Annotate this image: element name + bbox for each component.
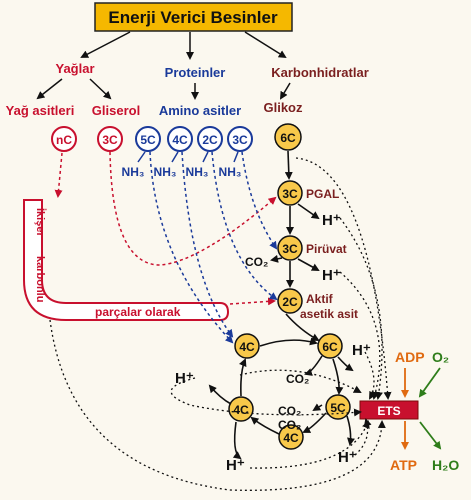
arrow-nC-down xyxy=(54,152,63,198)
arrow-glycerol-to-pgal xyxy=(109,151,277,266)
co2-3: CO₂ xyxy=(278,404,301,418)
label-fats: Yağlar xyxy=(55,61,94,76)
pgal-to-ets-arrow xyxy=(295,157,392,400)
acetyl-to-ets-arrow xyxy=(239,369,362,393)
svg-text:6C: 6C xyxy=(322,340,338,354)
node-krebs-4C-left: 4C xyxy=(228,396,254,422)
title-arrows xyxy=(80,31,287,60)
label-atp: ATP xyxy=(390,457,417,473)
hplus-to-ets-arrows xyxy=(49,217,386,491)
label-glycerol: Gliserol xyxy=(92,103,140,118)
svg-text:İkişer: İkişer xyxy=(34,208,47,237)
svg-text:4C: 4C xyxy=(283,431,299,445)
co2-4: CO₂ xyxy=(278,418,301,432)
svg-text:3C: 3C xyxy=(102,133,118,147)
node-pyruvate-3C: 3C xyxy=(277,235,303,261)
svg-text:karbonlu: karbonlu xyxy=(34,256,46,302)
svg-text:4C: 4C xyxy=(233,403,249,417)
two-carbon-label: parçalar olarak xyxy=(95,305,181,319)
svg-text:3C: 3C xyxy=(282,242,298,256)
node-krebs-4C-bottom: 4C xyxy=(278,424,304,450)
svg-text:3C: 3C xyxy=(232,133,248,147)
label-glucose: Glikoz xyxy=(263,100,303,115)
label-amino-acids: Amino asitler xyxy=(159,103,241,118)
node-pgal-3C: 3C xyxy=(277,180,303,206)
hplus-4: H⁺ xyxy=(175,370,194,387)
svg-text:5C: 5C xyxy=(330,401,346,415)
label-pyruvate: Pirüvat xyxy=(306,242,347,256)
label-adp: ADP xyxy=(395,349,425,365)
co2-1: CO₂ xyxy=(245,255,268,269)
label-o2: O₂ xyxy=(432,349,449,365)
node-aa-2C: 2C xyxy=(197,126,223,152)
node-glucose-6C: 6C xyxy=(274,123,302,151)
node-krebs-4C-top: 4C xyxy=(234,333,260,359)
node-krebs-6C: 6C xyxy=(317,333,343,359)
amino-acid-pathways xyxy=(149,151,278,344)
aa-down-arrows xyxy=(137,151,239,163)
svg-text:6C: 6C xyxy=(280,131,296,145)
ets-io-arrows xyxy=(401,367,442,450)
node-glycerol-3C: 3C xyxy=(97,126,123,152)
two-carbon-vertical-label: İkişer karbonlu xyxy=(34,208,47,302)
title: Enerji Verici Besinler xyxy=(108,8,278,27)
hplus-5: H⁺ xyxy=(338,449,357,466)
node-acetyl-2C: 2C xyxy=(277,288,303,314)
ets-label: ETS xyxy=(377,404,400,418)
hplus-3: H⁺ xyxy=(352,342,371,359)
hplus-2: H⁺ xyxy=(322,267,341,284)
category-arrows xyxy=(36,78,291,100)
svg-text:4C: 4C xyxy=(172,133,188,147)
svg-text:4C: 4C xyxy=(239,340,255,354)
nh3-label: NH₃ xyxy=(219,165,242,179)
label-carbs: Karbonhidratlar xyxy=(271,65,369,80)
svg-text:2C: 2C xyxy=(202,133,218,147)
label-pgal: PGAL xyxy=(306,187,339,201)
title-box xyxy=(94,2,293,32)
node-nC: nC xyxy=(51,126,77,152)
glycolysis-arrows xyxy=(270,150,320,288)
krebs-arrows xyxy=(208,313,355,460)
nh3-label: NH₃ xyxy=(154,165,177,179)
label-h2o: H₂O xyxy=(432,457,459,473)
co2-2: CO₂ xyxy=(286,372,309,386)
arrow-banner-to-acetyl xyxy=(229,297,276,306)
nh3-label: NH₃ xyxy=(186,165,209,179)
svg-text:2C: 2C xyxy=(282,295,298,309)
label-proteins: Proteinler xyxy=(165,65,226,80)
svg-text:nC: nC xyxy=(56,133,72,147)
node-aa-3C: 3C xyxy=(227,126,253,152)
label-acetyl-2: asetik asit xyxy=(300,307,358,321)
node-krebs-5C: 5C xyxy=(325,394,351,420)
nh3-label: NH₃ xyxy=(122,165,145,179)
label-acetyl-1: Aktif xyxy=(306,292,334,306)
hplus-1: H⁺ xyxy=(322,212,341,229)
svg-text:3C: 3C xyxy=(282,187,298,201)
label-fatty-acids: Yağ asitleri xyxy=(6,103,75,118)
hplus-6: H⁺ xyxy=(226,457,245,474)
node-aa-4C: 4C xyxy=(167,126,193,152)
two-carbon-banner xyxy=(23,199,230,321)
svg-text:5C: 5C xyxy=(140,133,156,147)
node-aa-5C: 5C xyxy=(135,126,161,152)
